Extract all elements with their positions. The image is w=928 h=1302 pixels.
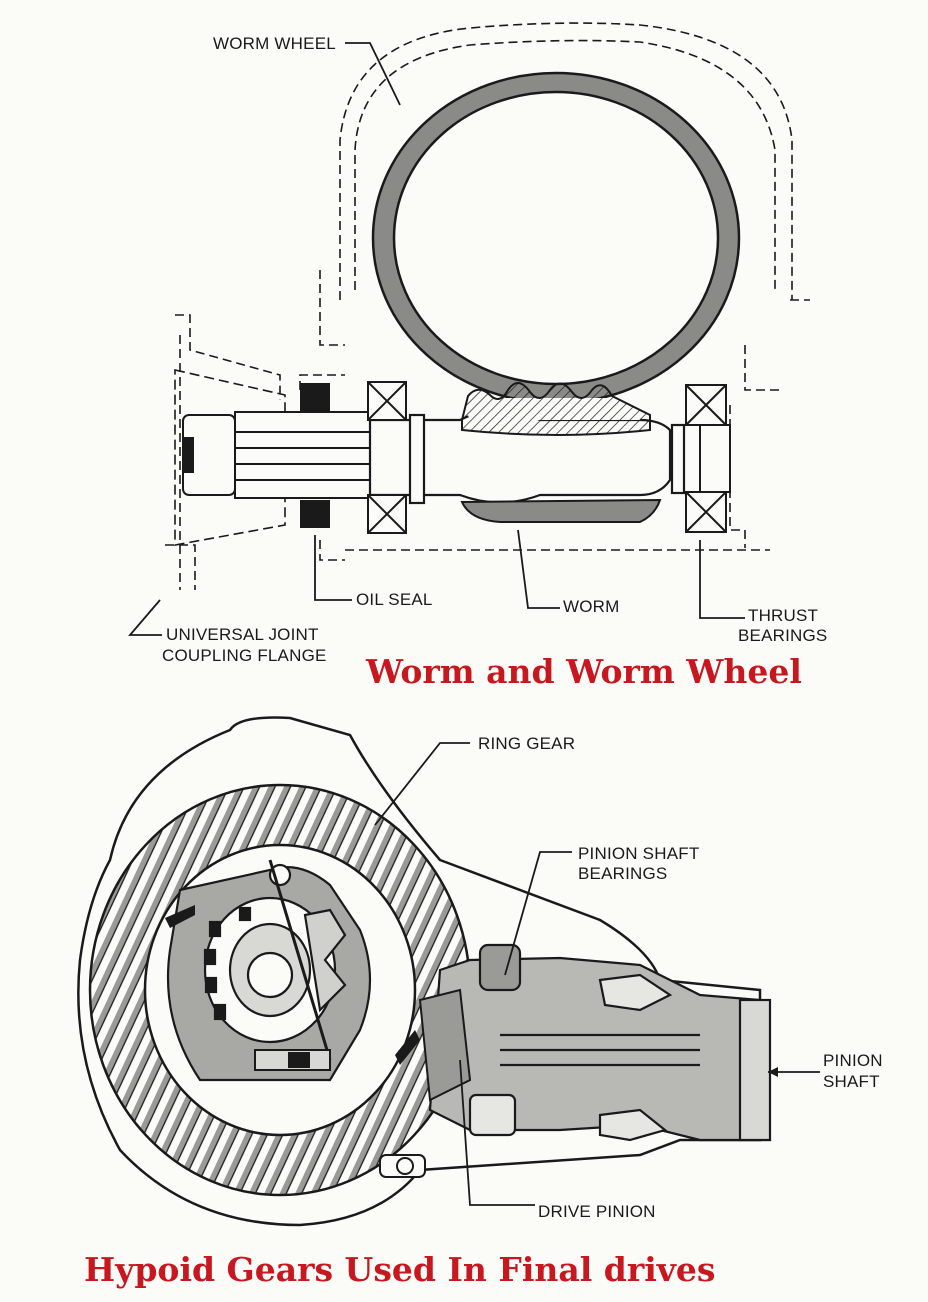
leader-lines [128, 42, 745, 636]
left-bearings [367, 381, 407, 534]
caption-worm-and-worm-wheel: Worm and Worm Wheel [366, 652, 802, 691]
label-worm: WORM [563, 597, 620, 616]
label-pinion-shaft-bearings-1: PINION SHAFT [578, 844, 700, 863]
label-bearings: BEARINGS [738, 626, 828, 645]
drive-pinion-gear [418, 988, 472, 1102]
label-ring-gear: RING GEAR [478, 734, 576, 753]
thrust-bearings-graphic [685, 384, 731, 533]
drain-fitting [379, 1154, 426, 1178]
coupling-flange [174, 368, 376, 546]
differential-carrier [166, 859, 372, 1082]
worm-gear-diagram [128, 22, 810, 636]
label-universal-joint: UNIVERSAL JOINT [166, 625, 319, 644]
hypoid-gear-diagram [77, 716, 820, 1227]
label-coupling-flange: COUPLING FLANGE [162, 646, 327, 665]
worm-thread [460, 498, 662, 523]
worm-teeth [461, 382, 651, 436]
label-thrust: THRUST [748, 606, 819, 625]
pinion-assembly [428, 943, 772, 1142]
bolt-accent-2 [395, 1030, 420, 1065]
caption-hypoid-gears: Hypoid Gears Used In Final drives [84, 1250, 716, 1289]
label-pinion-shaft-bearings-2: BEARINGS [578, 864, 668, 883]
label-drive-pinion: DRIVE PINION [538, 1202, 656, 1221]
oil-seal-bottom [300, 500, 330, 528]
label-shaft: SHAFT [823, 1072, 880, 1091]
oil-seal-top [300, 383, 330, 411]
bolt-accent-1 [165, 905, 195, 928]
label-pinion: PINION [823, 1051, 883, 1070]
label-oil-seal: OIL SEAL [356, 590, 433, 609]
worm-wheel [371, 71, 741, 420]
label-worm-wheel: WORM WHEEL [213, 34, 336, 53]
